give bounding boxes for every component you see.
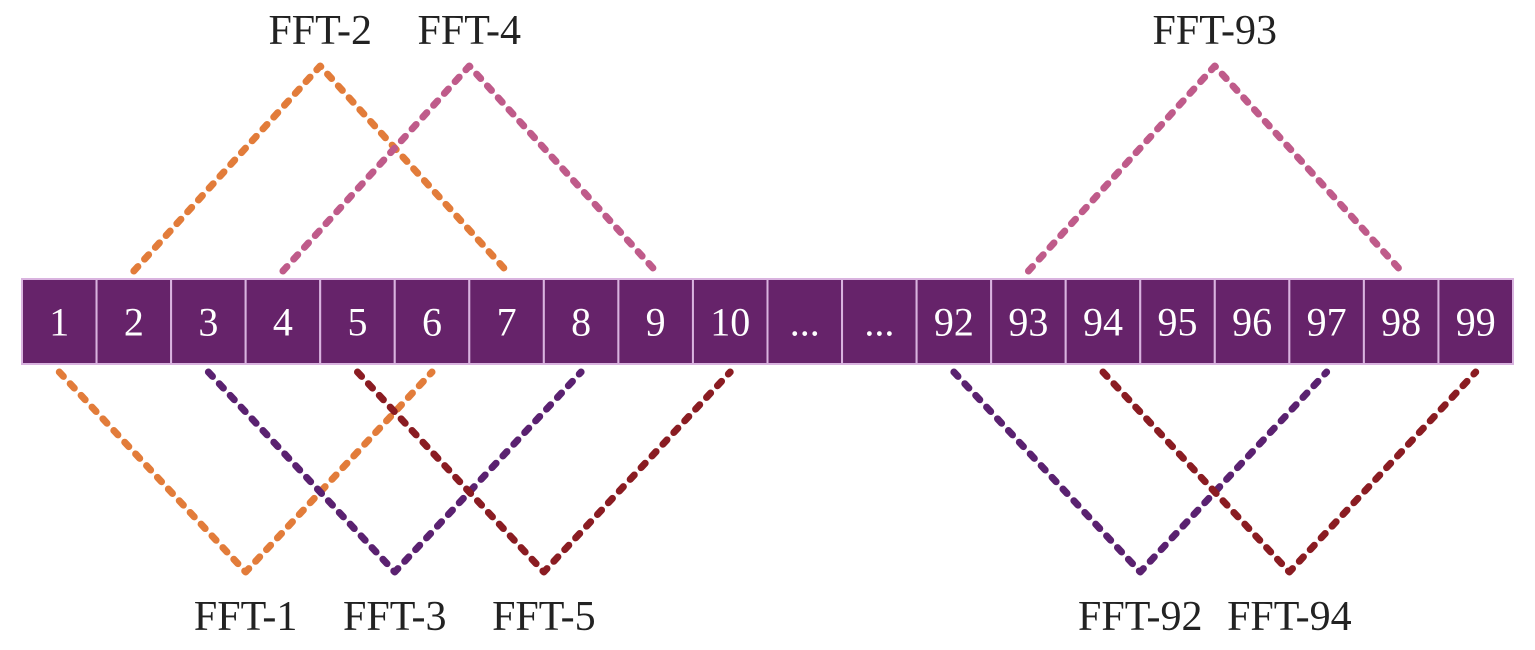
- sample-cell-label: 97: [1307, 300, 1347, 345]
- sample-cell: 1: [21, 278, 98, 365]
- sample-cell: 96: [1213, 278, 1291, 365]
- sample-cell-label: 95: [1158, 300, 1198, 345]
- sample-strip: 1 2 3 4 5 6 7 8 9 10...... 92 93 94 95 96 97 98 99: [21, 278, 1514, 365]
- fft-window-label: FFT-5: [492, 594, 596, 640]
- sample-cell-label: 10: [710, 300, 750, 345]
- sample-cell-label: 5: [347, 300, 367, 345]
- sample-cell-label: 99: [1456, 300, 1496, 345]
- sample-cell-label: 3: [198, 300, 218, 345]
- fft-window-label: FFT-2: [268, 8, 372, 54]
- sample-cell-label: 4: [273, 300, 293, 345]
- fft-window-path: [279, 62, 660, 275]
- sample-cell: 3: [170, 278, 247, 365]
- fft-window-path: [1099, 368, 1480, 576]
- sample-cell: ...: [766, 278, 844, 365]
- sample-cell-label: 7: [497, 300, 517, 345]
- sample-cell: 94: [1064, 278, 1142, 365]
- sample-cell: 4: [244, 278, 322, 365]
- sample-cell-label: 98: [1381, 300, 1421, 345]
- fft-window-label: FFT-94: [1227, 594, 1352, 640]
- sample-cell: 9: [617, 278, 694, 365]
- sample-cell: 97: [1288, 278, 1365, 365]
- fft-window-path: [55, 368, 436, 576]
- sample-cell: 6: [393, 278, 471, 365]
- sample-cell-label: 94: [1083, 300, 1123, 345]
- sample-cell-label: 6: [422, 300, 442, 345]
- sample-cell: 7: [468, 278, 545, 365]
- sample-cell: 99: [1437, 278, 1514, 365]
- sample-cell-label: ...: [864, 300, 894, 345]
- fft-window-label: FFT-1: [194, 594, 298, 640]
- sample-cell: 92: [915, 278, 993, 365]
- sample-cell-label: 1: [49, 300, 69, 345]
- sample-cell: 2: [95, 278, 173, 365]
- sample-cell: 8: [542, 278, 620, 365]
- fft-window-label: FFT-4: [418, 8, 522, 54]
- sample-cell-label: 8: [571, 300, 591, 345]
- sample-cell: 10: [691, 278, 769, 365]
- sample-cell-label: 96: [1232, 300, 1272, 345]
- fft-window-path: [353, 368, 734, 576]
- sample-cell-label: 93: [1008, 300, 1048, 345]
- sample-cell-label: 92: [934, 300, 974, 345]
- fft-window-path: [1024, 62, 1405, 275]
- sample-cell-label: 2: [124, 300, 144, 345]
- sample-cell: 98: [1362, 278, 1440, 365]
- fft-window-path: [950, 368, 1331, 576]
- sample-cell-label: 9: [646, 300, 666, 345]
- fft-window-label: FFT-3: [343, 594, 447, 640]
- fft-window-label: FFT-93: [1153, 8, 1278, 54]
- sample-cell-label: ...: [790, 300, 820, 345]
- sample-cell: ...: [841, 278, 918, 365]
- fft-window-path: [130, 62, 511, 275]
- sample-cell: 93: [990, 278, 1067, 365]
- sample-cell: 5: [319, 278, 396, 365]
- window-paths: [55, 62, 1480, 576]
- fft-window-path: [204, 368, 585, 576]
- sample-cell: 95: [1139, 278, 1216, 365]
- fft-window-label: FFT-92: [1078, 594, 1203, 640]
